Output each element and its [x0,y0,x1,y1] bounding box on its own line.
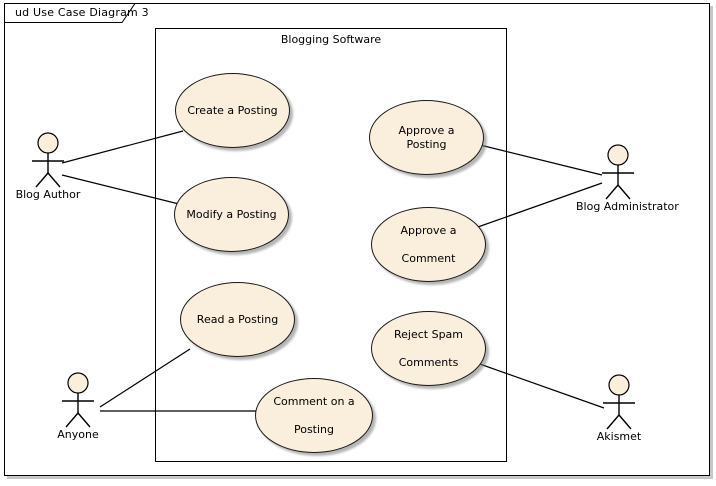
system-boundary-label: Blogging Software [280,33,382,46]
usecase-approve-a-comment[interactable]: Approve a Comment [371,207,486,282]
actor-akismet[interactable]: Akismet [589,374,649,443]
actor-akismet-figure [589,374,649,430]
actor-stick-figure-icon [603,374,635,430]
usecase-comment-on-a-posting-label: Comment on a Posting [257,395,370,437]
usecase-comment-on-a-posting-line1: Comment on a [273,394,355,408]
actor-blog-author-label: Blog Author [15,188,81,201]
usecase-approve-a-comment-label: Approve a Comment [384,224,472,266]
diagram-title: ud Use Case Diagram 3 [15,6,149,19]
usecase-read-a-posting-label: Read a Posting [196,312,279,326]
usecase-comment-on-a-posting[interactable]: Comment on a Posting [255,378,373,453]
frame-title-tab: ud Use Case Diagram 3 [4,3,149,23]
actor-stick-figure-icon [602,144,634,200]
usecase-approve-a-comment-line1: Approve a [400,223,457,237]
usecase-read-a-posting[interactable]: Read a Posting [180,282,295,357]
actor-stick-figure-icon [32,132,64,188]
actor-blog-administrator[interactable]: Blog Administrator [576,144,679,213]
actor-akismet-label: Akismet [596,430,642,443]
usecase-modify-a-posting-label: Modify a Posting [186,207,277,221]
system-boundary-box [155,28,507,462]
usecase-modify-a-posting[interactable]: Modify a Posting [174,177,289,252]
actor-anyone-label: Anyone [57,428,99,441]
actor-anyone-figure [48,372,108,428]
usecase-approve-a-posting-label: Approve a Posting [398,123,455,151]
usecase-comment-on-a-posting-line2: Posting [293,422,335,436]
usecase-create-a-posting-label: Create a Posting [187,103,278,117]
actor-blog-administrator-label: Blog Administrator [576,200,679,213]
usecase-approve-a-posting[interactable]: Approve a Posting [369,100,484,175]
usecase-reject-spam-comments-line1: Reject Spam [393,327,464,341]
actor-blog-administrator-figure [588,144,648,200]
actor-blog-author-figure [18,132,78,188]
actor-anyone[interactable]: Anyone [48,372,108,441]
usecase-reject-spam-comments-label: Reject Spam Comments [378,328,479,370]
actor-blog-author[interactable]: Blog Author [16,132,80,201]
usecase-reject-spam-comments[interactable]: Reject Spam Comments [371,311,486,386]
actor-stick-figure-icon [62,372,94,428]
usecase-create-a-posting[interactable]: Create a Posting [175,73,290,148]
usecase-approve-a-comment-line2: Comment [401,251,456,265]
frame-title-tab-shape [4,3,136,23]
usecase-reject-spam-comments-line2: Comments [398,355,459,369]
